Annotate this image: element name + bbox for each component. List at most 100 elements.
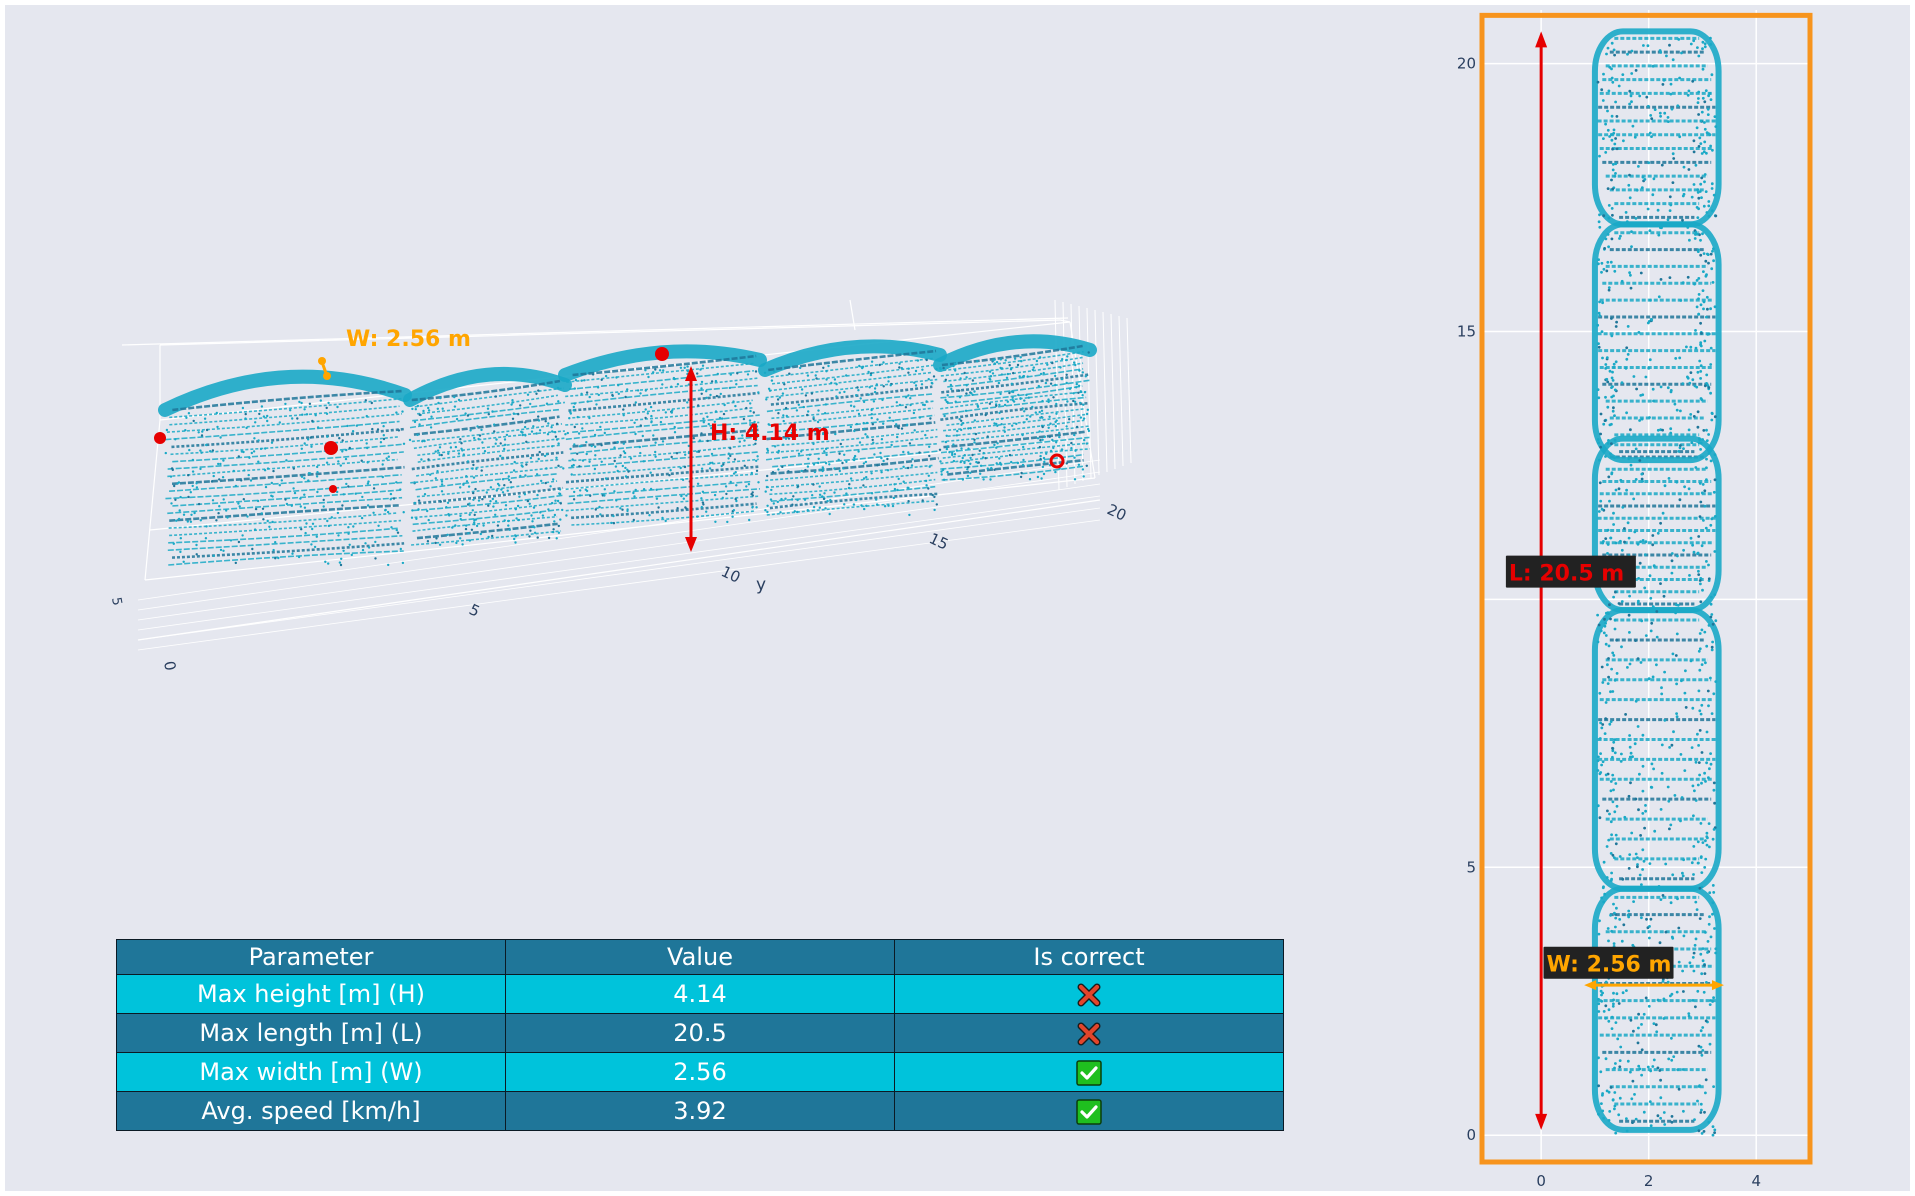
point-cloud-dot bbox=[967, 447, 970, 450]
point-cloud-dot bbox=[1709, 615, 1713, 619]
x-tick-label: 0 bbox=[160, 660, 179, 673]
point-cloud-dot bbox=[1698, 233, 1701, 237]
3d-grid bbox=[121, 299, 1132, 651]
point-cloud-dot bbox=[237, 502, 240, 505]
point-cloud-dot bbox=[253, 437, 256, 440]
point-cloud-dot bbox=[218, 505, 221, 508]
point-cloud-dot bbox=[1044, 381, 1048, 385]
point-cloud-dot bbox=[557, 524, 560, 528]
length-arrow-head bbox=[1535, 31, 1548, 48]
point-cloud-dot bbox=[1643, 553, 1647, 557]
point-cloud-dot bbox=[1600, 270, 1603, 274]
point-cloud-dot bbox=[1705, 466, 1708, 470]
point-cloud-dot bbox=[1615, 992, 1619, 996]
point-cloud-dot bbox=[341, 439, 344, 442]
point-cloud-dot bbox=[1694, 900, 1698, 904]
point-cloud-dot bbox=[299, 497, 302, 500]
point-cloud-dot bbox=[1662, 78, 1666, 82]
point-cloud-dot bbox=[216, 425, 219, 429]
point-cloud-dot bbox=[1675, 480, 1679, 484]
point-cloud-dot bbox=[390, 526, 393, 529]
point-cloud-dot bbox=[519, 404, 522, 407]
point-cloud-dot bbox=[763, 371, 767, 374]
point-cloud-dot bbox=[1643, 826, 1646, 830]
point-cloud-strip bbox=[768, 349, 937, 372]
point-cloud-dot bbox=[976, 360, 979, 363]
point-cloud-dot bbox=[1696, 1099, 1699, 1103]
point-cloud-dot bbox=[557, 464, 560, 467]
point-cloud-dot bbox=[580, 379, 583, 382]
point-cloud-dot bbox=[954, 369, 957, 372]
point-cloud-dot bbox=[1699, 238, 1702, 242]
point-cloud-dot bbox=[1699, 577, 1703, 580]
point-cloud-dot bbox=[870, 413, 873, 416]
point-cloud-dot bbox=[1659, 51, 1663, 54]
point-cloud-dot bbox=[961, 456, 964, 460]
vehicle-outline bbox=[1591, 885, 1722, 1133]
point-cloud-dot bbox=[1681, 871, 1684, 875]
point-cloud-dot bbox=[1613, 269, 1617, 273]
point-cloud-dot bbox=[751, 506, 754, 509]
point-cloud-dot bbox=[1702, 990, 1706, 994]
point-cloud-dot bbox=[900, 427, 904, 430]
point-cloud-dot bbox=[1000, 417, 1004, 420]
point-cloud-strip bbox=[941, 344, 1083, 367]
point-cloud-dot bbox=[755, 425, 759, 428]
point-cloud-dot bbox=[360, 516, 364, 520]
point-cloud-dot bbox=[462, 483, 465, 486]
point-cloud-dot bbox=[1604, 455, 1607, 458]
point-cloud-dot bbox=[1668, 195, 1672, 199]
point-cloud-dot bbox=[843, 503, 846, 506]
point-cloud-dot bbox=[1658, 111, 1662, 115]
point-cloud-dot bbox=[1610, 237, 1614, 241]
point-cloud-dot bbox=[1612, 788, 1615, 792]
point-cloud-dot bbox=[822, 467, 825, 470]
point-cloud-dot bbox=[1596, 804, 1600, 808]
point-cloud-dot bbox=[1604, 363, 1608, 366]
point-cloud-dot bbox=[1709, 36, 1712, 40]
point-cloud-dot bbox=[1707, 577, 1711, 581]
point-cloud-strip bbox=[940, 448, 1091, 465]
point-cloud-dot bbox=[686, 369, 689, 373]
point-cloud-dot bbox=[593, 467, 597, 471]
point-cloud-dot bbox=[723, 432, 726, 435]
point-cloud-dot bbox=[814, 374, 817, 377]
point-cloud-dot bbox=[684, 453, 687, 456]
point-cloud-dot bbox=[1680, 796, 1684, 799]
point-cloud-dot bbox=[1610, 114, 1614, 118]
point-cloud-dot bbox=[1638, 1067, 1642, 1071]
point-cloud-dot bbox=[1618, 1096, 1622, 1100]
point-cloud-dot bbox=[392, 497, 396, 500]
point-cloud-dot bbox=[1710, 209, 1714, 213]
point-cloud-dot bbox=[649, 405, 653, 409]
point-cloud-dot bbox=[342, 549, 345, 552]
point-cloud-dot bbox=[1699, 303, 1703, 307]
point-cloud-dot bbox=[756, 455, 759, 458]
point-cloud-dot bbox=[918, 451, 921, 454]
column-header-value: Value bbox=[505, 939, 895, 975]
point-cloud-dot bbox=[626, 468, 629, 471]
point-cloud-dot bbox=[1708, 767, 1711, 771]
table-row: Max length [m] (L) 20.5 bbox=[116, 1013, 1284, 1053]
point-cloud-dot bbox=[1690, 861, 1694, 865]
point-cloud-dot bbox=[1704, 526, 1708, 530]
point-cloud-dot bbox=[188, 448, 191, 452]
point-cloud-dot bbox=[1610, 472, 1614, 476]
point-cloud-dot bbox=[531, 525, 534, 529]
point-cloud-dot bbox=[1015, 422, 1018, 426]
point-cloud-dot bbox=[179, 537, 182, 540]
point-cloud-dot bbox=[1079, 416, 1083, 419]
point-cloud-dot bbox=[886, 469, 890, 472]
point-cloud-dot bbox=[833, 491, 836, 494]
point-cloud-dot bbox=[1629, 463, 1633, 467]
point-cloud-dot bbox=[713, 493, 717, 497]
point-cloud-dot bbox=[817, 461, 820, 465]
point-cloud-dot bbox=[1608, 812, 1611, 816]
point-cloud-dot bbox=[722, 463, 725, 466]
point-cloud-dot bbox=[315, 475, 319, 478]
point-cloud-dot bbox=[576, 452, 579, 455]
point-cloud-dot bbox=[613, 446, 616, 449]
corner-marker bbox=[154, 432, 166, 444]
